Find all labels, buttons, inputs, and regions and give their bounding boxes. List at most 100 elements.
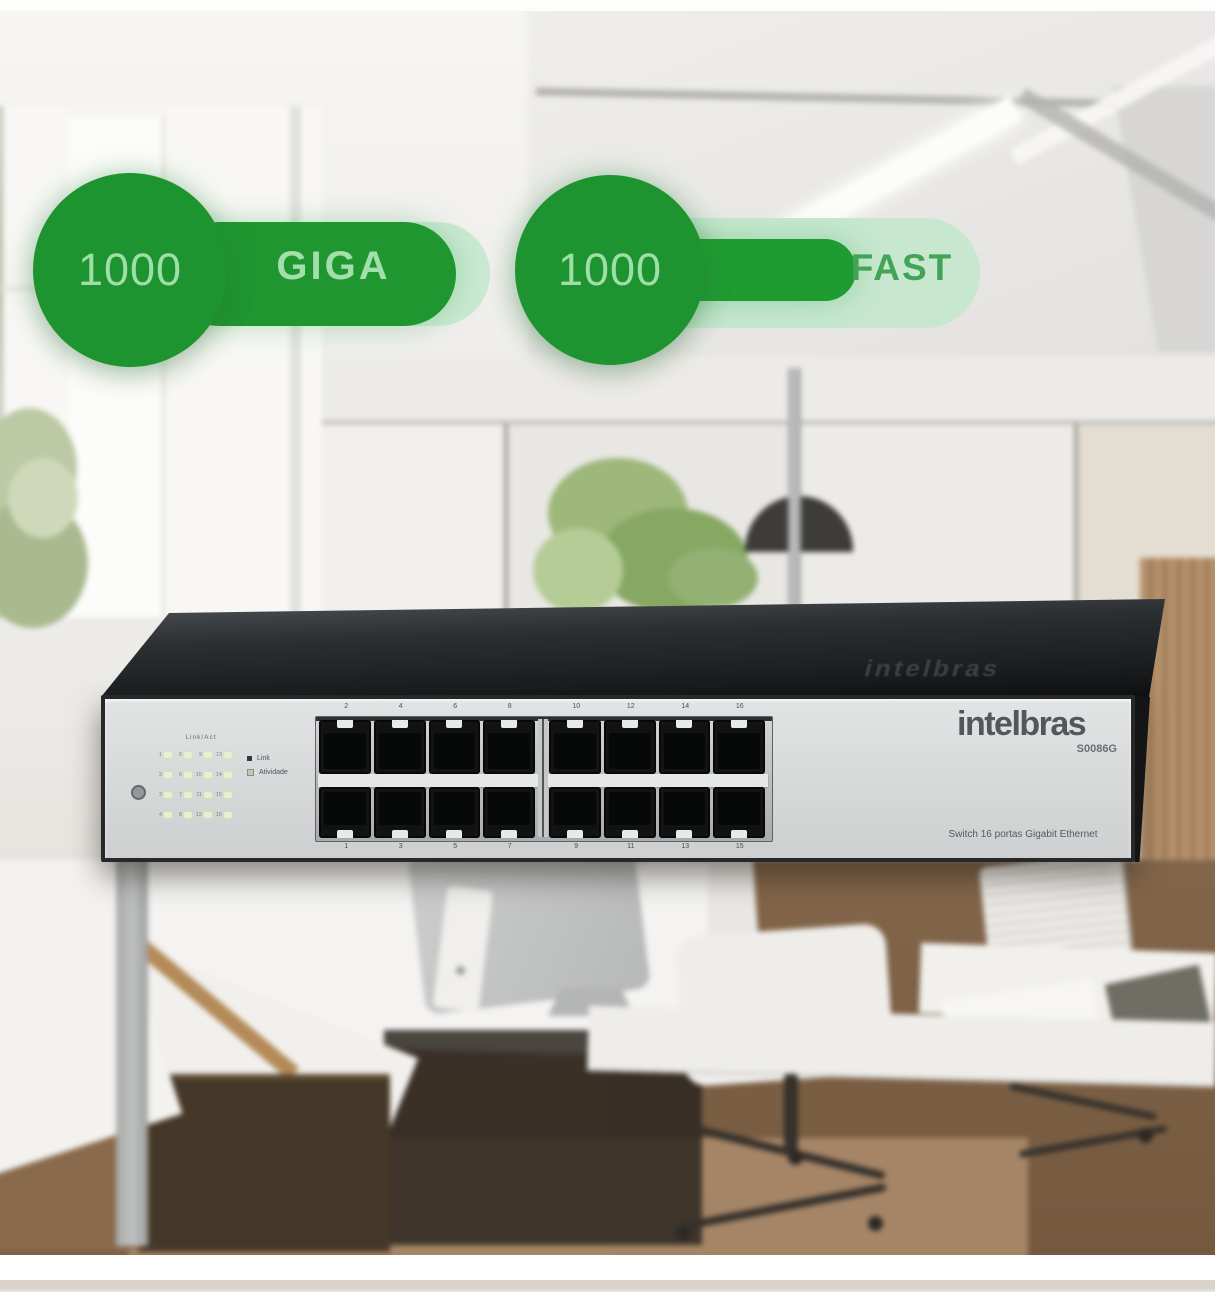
legend-item: Link xyxy=(247,755,288,762)
led-number: 5 xyxy=(178,752,182,758)
rj45-port xyxy=(428,720,481,774)
port-clip-notch xyxy=(731,830,748,838)
led-cell: 13 xyxy=(215,745,235,765)
port-recess xyxy=(433,733,476,769)
power-led xyxy=(131,785,146,800)
port-clip-notch xyxy=(501,830,518,838)
led-cell: 5 xyxy=(175,745,195,765)
model-number: S0086G xyxy=(1076,743,1117,755)
pole-lower xyxy=(116,854,148,1246)
port-recess xyxy=(324,733,366,769)
port-row xyxy=(319,787,535,838)
photo-margin-top xyxy=(0,0,1215,11)
rj45-port xyxy=(713,787,765,838)
led-number: 13 xyxy=(215,752,222,758)
rj45-port xyxy=(483,787,535,838)
product-tagline: Switch 16 portas Gigabit Ethernet xyxy=(948,829,1098,840)
port-clip-notch xyxy=(391,830,408,838)
filled-square-icon xyxy=(247,756,252,761)
port-number-label: 13 xyxy=(681,843,690,850)
rj45-port xyxy=(373,787,426,838)
port-recess xyxy=(488,733,530,769)
port-recess xyxy=(663,733,706,769)
plant xyxy=(668,548,758,608)
port-group xyxy=(319,720,535,838)
port-number-label: 1 xyxy=(344,843,349,850)
led-cell: 14 xyxy=(215,765,235,785)
chair-column xyxy=(784,1074,798,1154)
rj45-port xyxy=(319,787,371,838)
rj45-port xyxy=(713,720,765,774)
port-number-label: 3 xyxy=(398,843,403,850)
port-clip-notch xyxy=(391,720,408,728)
port-number-label: 4 xyxy=(398,703,403,710)
rj45-port xyxy=(603,787,656,838)
rj45-port xyxy=(483,720,535,774)
port-clip-notch xyxy=(336,720,353,728)
port-number-label: 9 xyxy=(574,843,579,850)
led-cell: 11 xyxy=(195,785,215,805)
led-header-label: Link/Act xyxy=(185,734,217,741)
port-number-label: 2 xyxy=(344,703,349,710)
rj45-port xyxy=(603,720,656,774)
led-cell: 8 xyxy=(175,805,195,825)
led-cell: 15 xyxy=(215,785,235,805)
led-number: 8 xyxy=(178,812,182,818)
led-cell: 16 xyxy=(215,805,235,825)
led-indicator xyxy=(164,772,172,778)
led-indicator xyxy=(184,752,192,758)
fast-value: 1000 xyxy=(557,244,663,295)
chair-wheel xyxy=(1138,1128,1153,1143)
speaker-dot xyxy=(456,966,465,975)
foliage xyxy=(8,458,78,538)
port-metal-frame xyxy=(315,716,773,842)
fast-badge-circle: 1000 xyxy=(515,175,705,365)
port-number-label: 6 xyxy=(453,703,458,710)
led-indicator xyxy=(184,772,192,778)
port-row xyxy=(549,720,765,774)
glass-mullion xyxy=(504,424,508,616)
led-indicator xyxy=(204,752,212,758)
port-recess xyxy=(608,733,651,769)
led-number: 9 xyxy=(198,752,202,758)
led-indicator xyxy=(224,792,232,798)
pole xyxy=(788,368,801,618)
photo-margin-bottom xyxy=(0,1255,1215,1280)
glass-mullion xyxy=(1074,424,1078,616)
port-row xyxy=(319,720,535,774)
rj45-port xyxy=(658,787,711,838)
led-indicator xyxy=(164,792,172,798)
led-indicator xyxy=(204,812,212,818)
led-indicator xyxy=(204,792,212,798)
led-cell: 10 xyxy=(195,765,215,785)
giga-badge-circle: 1000 xyxy=(33,173,227,367)
window-frame-edge xyxy=(0,106,4,618)
intelbras-logo: intelbras xyxy=(957,705,1087,743)
chair-wheel xyxy=(788,1150,803,1165)
port-number-label: 11 xyxy=(627,843,635,850)
port-clip-notch xyxy=(731,720,748,728)
port-clip-notch xyxy=(501,720,518,728)
rj45-port xyxy=(658,720,711,774)
led-cell: 3 xyxy=(155,785,175,805)
port-recess xyxy=(378,792,421,825)
led-number: 2 xyxy=(158,772,162,778)
led-cell: 1 xyxy=(155,745,175,765)
chair-wheel xyxy=(868,1216,883,1231)
led-cell: 6 xyxy=(175,765,195,785)
port-clip-notch xyxy=(676,720,693,728)
port-number-label: 15 xyxy=(735,843,744,850)
port-clip-notch xyxy=(566,830,583,838)
port-number-label: 14 xyxy=(681,703,690,710)
port-recess xyxy=(378,733,421,769)
led-indicator xyxy=(184,812,192,818)
fast-label: FAST xyxy=(850,247,954,288)
led-indicator xyxy=(224,772,232,778)
port-numbers-bottom: 9 11 13 15 xyxy=(549,843,767,854)
glass-top-rail xyxy=(318,421,1215,424)
back-wall xyxy=(318,356,1215,426)
port-number-label: 5 xyxy=(453,843,458,850)
led-number: 7 xyxy=(178,792,182,798)
